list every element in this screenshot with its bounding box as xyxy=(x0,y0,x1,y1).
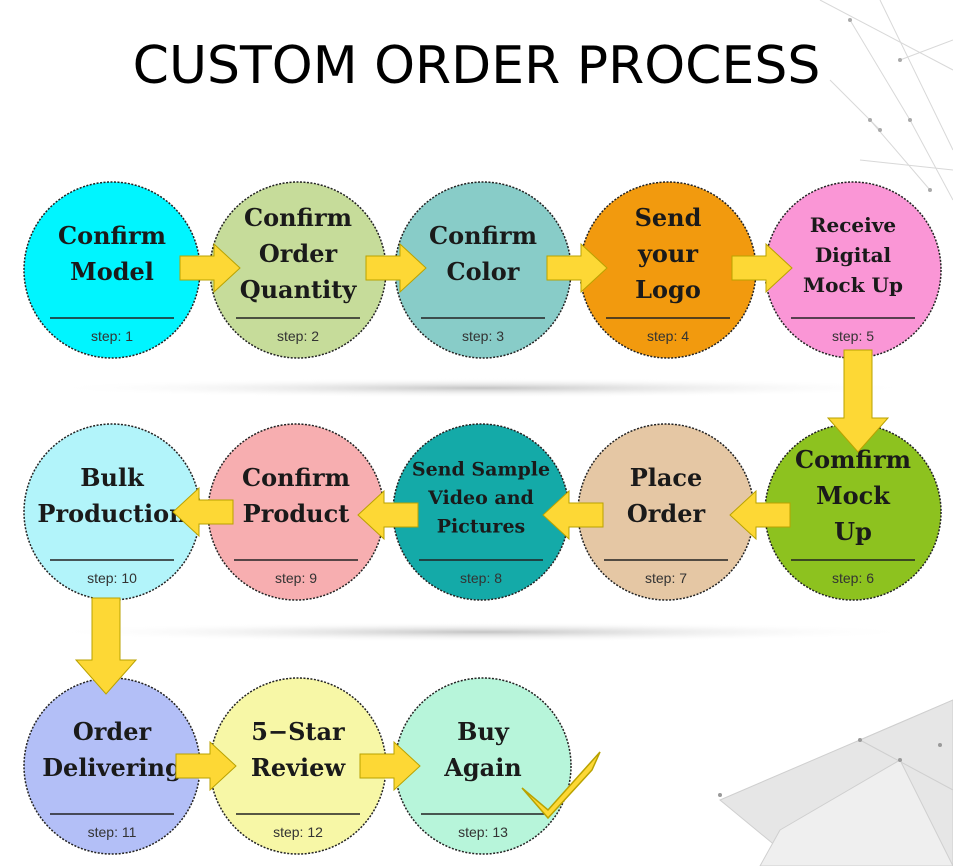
step-number: step: 10 xyxy=(87,570,137,586)
arrow-icon xyxy=(179,242,241,294)
step-circle xyxy=(394,677,572,855)
arrow-icon xyxy=(359,740,421,792)
step-number: step: 6 xyxy=(832,570,874,586)
step-label-line: Logo xyxy=(635,275,701,304)
row-shadow xyxy=(42,378,922,398)
step-number: step: 1 xyxy=(91,328,133,344)
step-number: step: 11 xyxy=(88,824,137,840)
step-label-line: Up xyxy=(834,517,872,546)
checkmark-icon xyxy=(521,751,601,820)
step-label-line: Product xyxy=(243,499,350,528)
step-label-line: Review xyxy=(251,753,347,782)
step-label-line: Color xyxy=(447,257,520,286)
step-label-line: Order xyxy=(73,717,152,746)
step-label-line: Receive xyxy=(810,213,896,237)
arrow-icon xyxy=(826,349,890,453)
step-number: step: 3 xyxy=(462,328,504,344)
step-label-line: Order xyxy=(259,239,338,268)
arrow-icon xyxy=(357,489,419,541)
arrow-icon xyxy=(731,242,793,294)
arrow-icon xyxy=(729,489,791,541)
step-number: step: 13 xyxy=(458,824,508,840)
step-label-line: Buy xyxy=(457,717,510,746)
step-label-line: Send xyxy=(635,203,702,232)
step-label-line: Model xyxy=(70,257,154,286)
step-label-line: Bulk xyxy=(80,463,145,492)
step-label-line: Digital xyxy=(815,243,892,267)
step-label-line: Production xyxy=(37,499,186,528)
step-label-line: Place xyxy=(630,463,703,492)
step-label-line: Mock Up xyxy=(803,273,903,297)
step-number: step: 9 xyxy=(275,570,317,586)
arrow-icon xyxy=(74,597,138,695)
step-label-line: Again xyxy=(443,753,522,782)
step-label-line: Mock xyxy=(816,481,891,510)
step-label-line: Quantity xyxy=(240,275,358,304)
arrow-icon xyxy=(172,486,234,538)
page-title: CUSTOM ORDER PROCESS xyxy=(132,36,821,96)
step-label-line: your xyxy=(637,239,698,268)
arrow-icon xyxy=(546,242,608,294)
step-label-line: 5−Star xyxy=(251,717,345,746)
arrow-icon xyxy=(542,489,604,541)
step-label-line: Confirm xyxy=(244,203,352,232)
step-label-line: Send Sample xyxy=(412,459,550,481)
row-shadow xyxy=(42,622,922,642)
step-label-line: Confirm xyxy=(58,221,166,250)
step-label-line: Confirm xyxy=(242,463,350,492)
step-number: step: 12 xyxy=(273,824,323,840)
step-number: step: 2 xyxy=(277,328,319,344)
step-number: step: 7 xyxy=(645,570,687,586)
arrow-icon xyxy=(175,740,237,792)
step-label-line: Confirm xyxy=(429,221,537,250)
step-label-line: Delivering xyxy=(42,753,182,782)
step-label-line: Comfirm xyxy=(795,445,911,474)
step-number: step: 8 xyxy=(460,570,502,586)
step-label-line: Pictures xyxy=(437,516,525,538)
arrow-icon xyxy=(365,242,427,294)
step-label-line: Order xyxy=(627,499,706,528)
step-number: step: 5 xyxy=(832,328,874,344)
step-label-line: Video and xyxy=(427,487,534,509)
step-number: step: 4 xyxy=(647,328,689,344)
